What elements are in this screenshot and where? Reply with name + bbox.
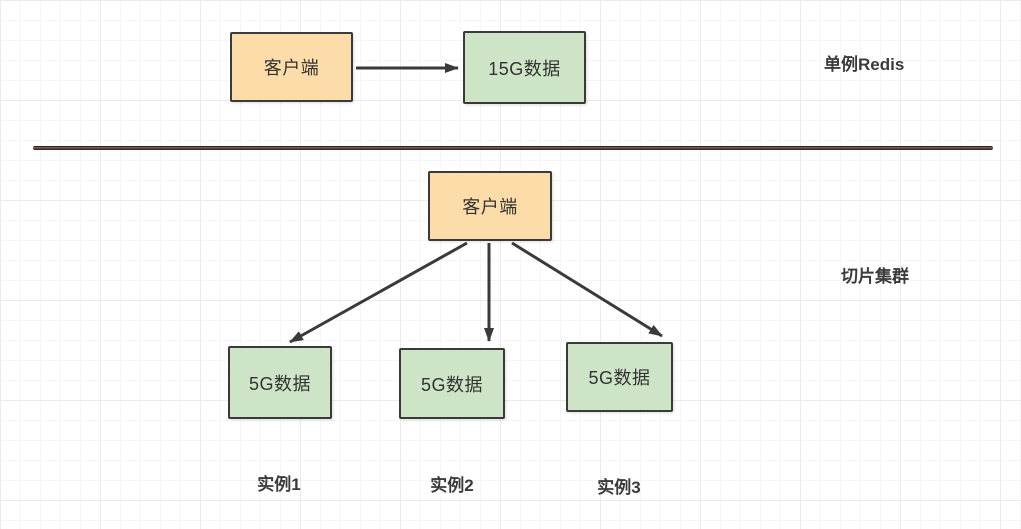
node-client-cluster: 客户端 (428, 171, 552, 241)
node-client-cluster-label: 客户端 (462, 197, 518, 217)
section-divider-line (33, 146, 993, 150)
section-label-single-redis: 单例Redis (824, 55, 905, 74)
node-shard-1-label: 5G数据 (248, 373, 311, 394)
node-shard-1: 5G数据 (228, 346, 332, 419)
node-shard-2-label: 5G数据 (420, 374, 483, 395)
section-label-sliced-cluster: 切片集群 (841, 267, 909, 286)
arrow-client-to-shard-1 (289, 241, 468, 344)
node-15g-data-label: 15G数据 (488, 58, 561, 79)
node-client-single-label: 客户端 (263, 58, 320, 78)
node-client-single: 客户端 (230, 32, 353, 102)
node-shard-3: 5G数据 (566, 342, 673, 412)
caption-instance-2: 实例2 (430, 476, 474, 495)
caption-instance-3: 实例3 (597, 478, 641, 497)
node-shard-2: 5G数据 (399, 348, 505, 419)
caption-instance-1: 实例1 (257, 475, 301, 494)
node-15g-data: 15G数据 (463, 31, 586, 104)
node-shard-3-label: 5G数据 (588, 368, 651, 388)
arrow-client-to-shard-3 (511, 241, 663, 338)
